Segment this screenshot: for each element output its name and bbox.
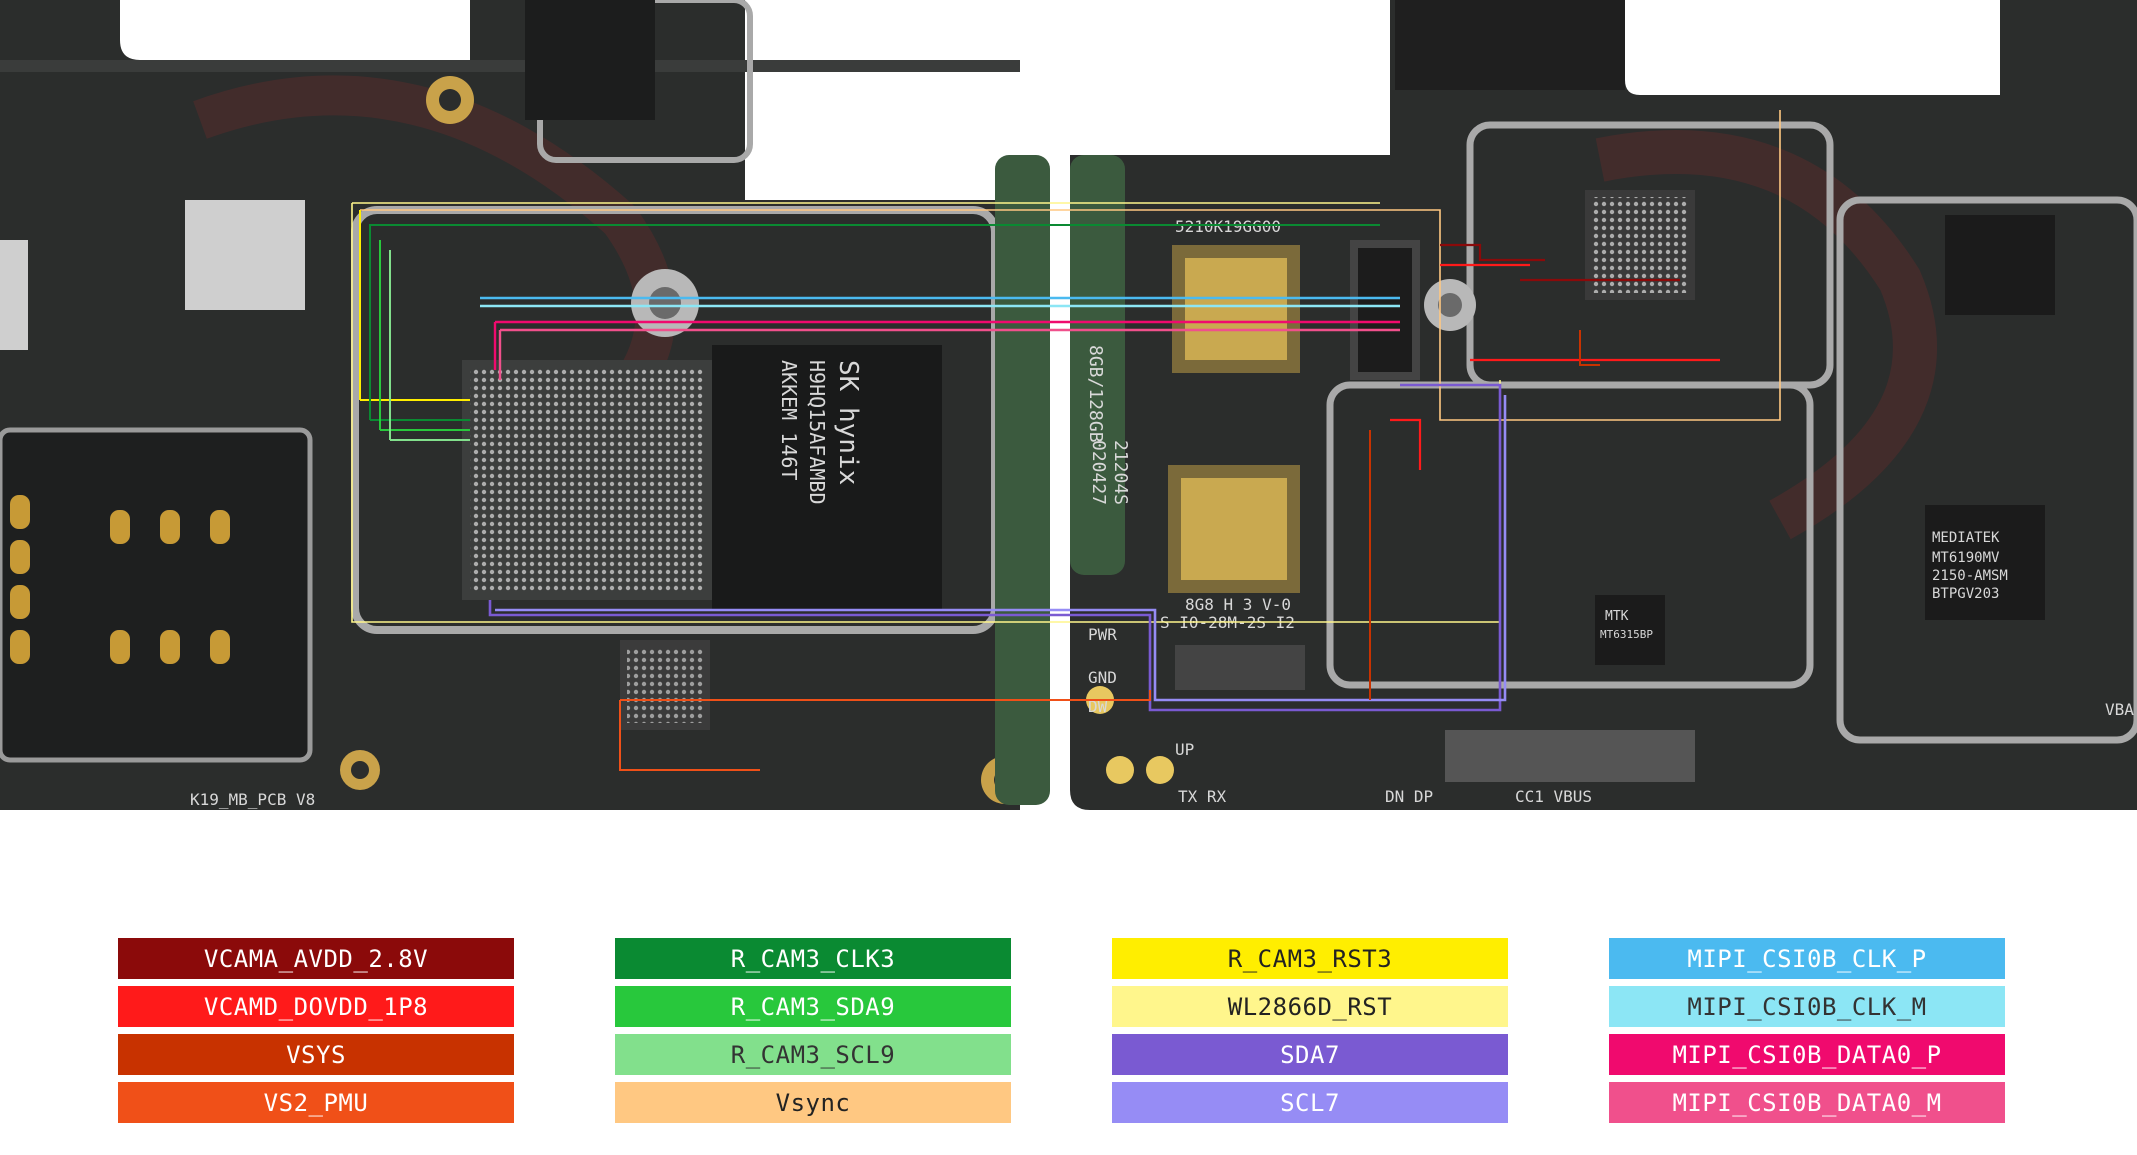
- legend-label: R_CAM3_CLK3: [730, 944, 896, 973]
- legend-label: R_CAM3_SDA9: [730, 992, 896, 1021]
- legend-label: VCAMA_AVDD_2.8V: [203, 944, 429, 973]
- memory-brand-label: SK hynix: [833, 360, 863, 485]
- legend-label: MIPI_CSI0B_CLK_P: [1687, 944, 1927, 973]
- legend-item-sda7: SDA7: [1112, 1034, 1508, 1075]
- legend-item-vs2-pmu: VS2_PMU: [118, 1082, 514, 1123]
- trace-r-cam3-sda9: [379, 240, 470, 431]
- legend-item-mipi-data0-m: MIPI_CSI0B_DATA0_M: [1609, 1082, 2005, 1123]
- legend-column-mipi: MIPI_CSI0B_CLK_P MIPI_CSI0B_CLK_M MIPI_C…: [1609, 938, 2005, 1130]
- legend-label: SCL7: [1280, 1088, 1340, 1117]
- legend-label: R_CAM3_RST3: [1227, 944, 1393, 973]
- test-up-label: UP: [1175, 740, 1194, 759]
- trace-r-cam3-rst3: [359, 210, 470, 401]
- legend-label: SDA7: [1280, 1040, 1340, 1069]
- trace-mipi-data0-p: [493, 320, 1400, 370]
- legend-item-r-cam3-scl9: R_CAM3_SCL9: [615, 1034, 1011, 1075]
- legend-item-vcamd-dovdd: VCAMD_DOVDD_1P8: [118, 986, 514, 1027]
- legend-item-mipi-clk-p: MIPI_CSI0B_CLK_P: [1609, 938, 2005, 979]
- legend-label: VCAMD_DOVDD_1P8: [203, 992, 429, 1021]
- trace-vs2-pmu: [619, 690, 1151, 771]
- chip-mt-code2-label: BTPGV203: [1932, 586, 1999, 602]
- legend-item-r-cam3-clk3: R_CAM3_CLK3: [615, 938, 1011, 979]
- mirror-code-3: 8G8 H 3 V-0: [1185, 595, 1291, 614]
- trace-r-cam3-scl9: [389, 250, 470, 441]
- chip-mt-label: MT6190MV: [1932, 550, 2000, 566]
- test-dw-label: DW: [1088, 697, 1108, 716]
- legend-column-control: R_CAM3_RST3 WL2866D_RST SDA7 SCL7: [1112, 938, 1508, 1130]
- legend-label: R_CAM3_SCL9: [730, 1040, 896, 1069]
- chip-mt-code-label: 2150-AMSM: [1932, 568, 2008, 584]
- legend-item-mipi-data0-p: MIPI_CSI0B_DATA0_P: [1609, 1034, 2005, 1075]
- trace-vcamd-dovdd: [1390, 263, 1720, 470]
- test-gnd-label: GND: [1088, 668, 1117, 687]
- pcb-board-photo: K19_MB_PCB V8 SK hynix H9HQ15AFAMBD AKKE…: [0, 0, 2137, 810]
- trace-vsys: [1369, 330, 1600, 700]
- legend-item-r-cam3-sda9: R_CAM3_SDA9: [615, 986, 1011, 1027]
- legend-item-vsys: VSYS: [118, 1034, 514, 1075]
- memory-part-label: H9HQ15AFAMBD: [805, 360, 829, 505]
- trace-scl7: [495, 395, 1507, 702]
- legend-item-vcama-avdd: VCAMA_AVDD_2.8V: [118, 938, 514, 979]
- trace-vcama-avdd: [1440, 243, 1680, 282]
- date-code-1: 21204S: [1110, 440, 1131, 505]
- legend-label: WL2866D_RST: [1227, 992, 1393, 1021]
- chip-mediatek-label: MEDIATEK: [1932, 530, 2000, 546]
- legend-column-cam3: R_CAM3_CLK3 R_CAM3_SDA9 R_CAM3_SCL9 Vsyn…: [615, 938, 1011, 1130]
- test-vba-label: VBA: [2105, 700, 2134, 719]
- date-code-2: 020427: [1088, 440, 1109, 505]
- left-board: K19_MB_PCB V8 SK hynix H9HQ15AFAMBD AKKE…: [0, 0, 1050, 810]
- test-tx-rx-label: TX RX: [1178, 787, 1227, 806]
- legend-label: MIPI_CSI0B_DATA0_M: [1672, 1088, 1942, 1117]
- test-pwr-label: PWR: [1088, 625, 1117, 644]
- memory-code-label: AKKEM 146T: [777, 360, 801, 480]
- legend-label: VS2_PMU: [263, 1088, 369, 1117]
- right-board: 8GB/128GB 21204S 020427 5210K19GG00 S I0…: [1070, 0, 2137, 810]
- trace-sda7: [488, 383, 1502, 712]
- mirror-code: 5210K19GG00: [1175, 217, 1281, 236]
- trace-vsync: [360, 110, 1781, 421]
- chip-mtk-label: MTK: [1605, 609, 1629, 624]
- chip-mtk-part-label: MT6315BP: [1600, 628, 1653, 641]
- legend-item-r-cam3-rst3: R_CAM3_RST3: [1112, 938, 1508, 979]
- legend-item-vsync: Vsync: [615, 1082, 1011, 1123]
- legend-item-mipi-clk-m: MIPI_CSI0B_CLK_M: [1609, 986, 2005, 1027]
- test-dn-dp-label: DN DP: [1385, 787, 1433, 806]
- legend-label: MIPI_CSI0B_CLK_M: [1687, 992, 1927, 1021]
- left-pcb-label: K19_MB_PCB V8: [190, 790, 315, 809]
- signal-traces: [351, 110, 1781, 771]
- trace-r-cam3-clk3: [369, 224, 1380, 421]
- legend-label: MIPI_CSI0B_DATA0_P: [1672, 1040, 1942, 1069]
- legend-item-scl7: SCL7: [1112, 1082, 1508, 1123]
- legend-label: Vsync: [775, 1088, 851, 1117]
- test-cc1-vbus-label: CC1 VBUS: [1515, 787, 1592, 806]
- legend-label: VSYS: [286, 1040, 346, 1069]
- legend-column-power: VCAMA_AVDD_2.8V VCAMD_DOVDD_1P8 VSYS VS2…: [118, 938, 514, 1130]
- ram-size-label: 8GB/128GB: [1085, 345, 1106, 443]
- trace-mipi-data0-m: [498, 328, 1400, 380]
- legend-item-wl2866d-rst: WL2866D_RST: [1112, 986, 1508, 1027]
